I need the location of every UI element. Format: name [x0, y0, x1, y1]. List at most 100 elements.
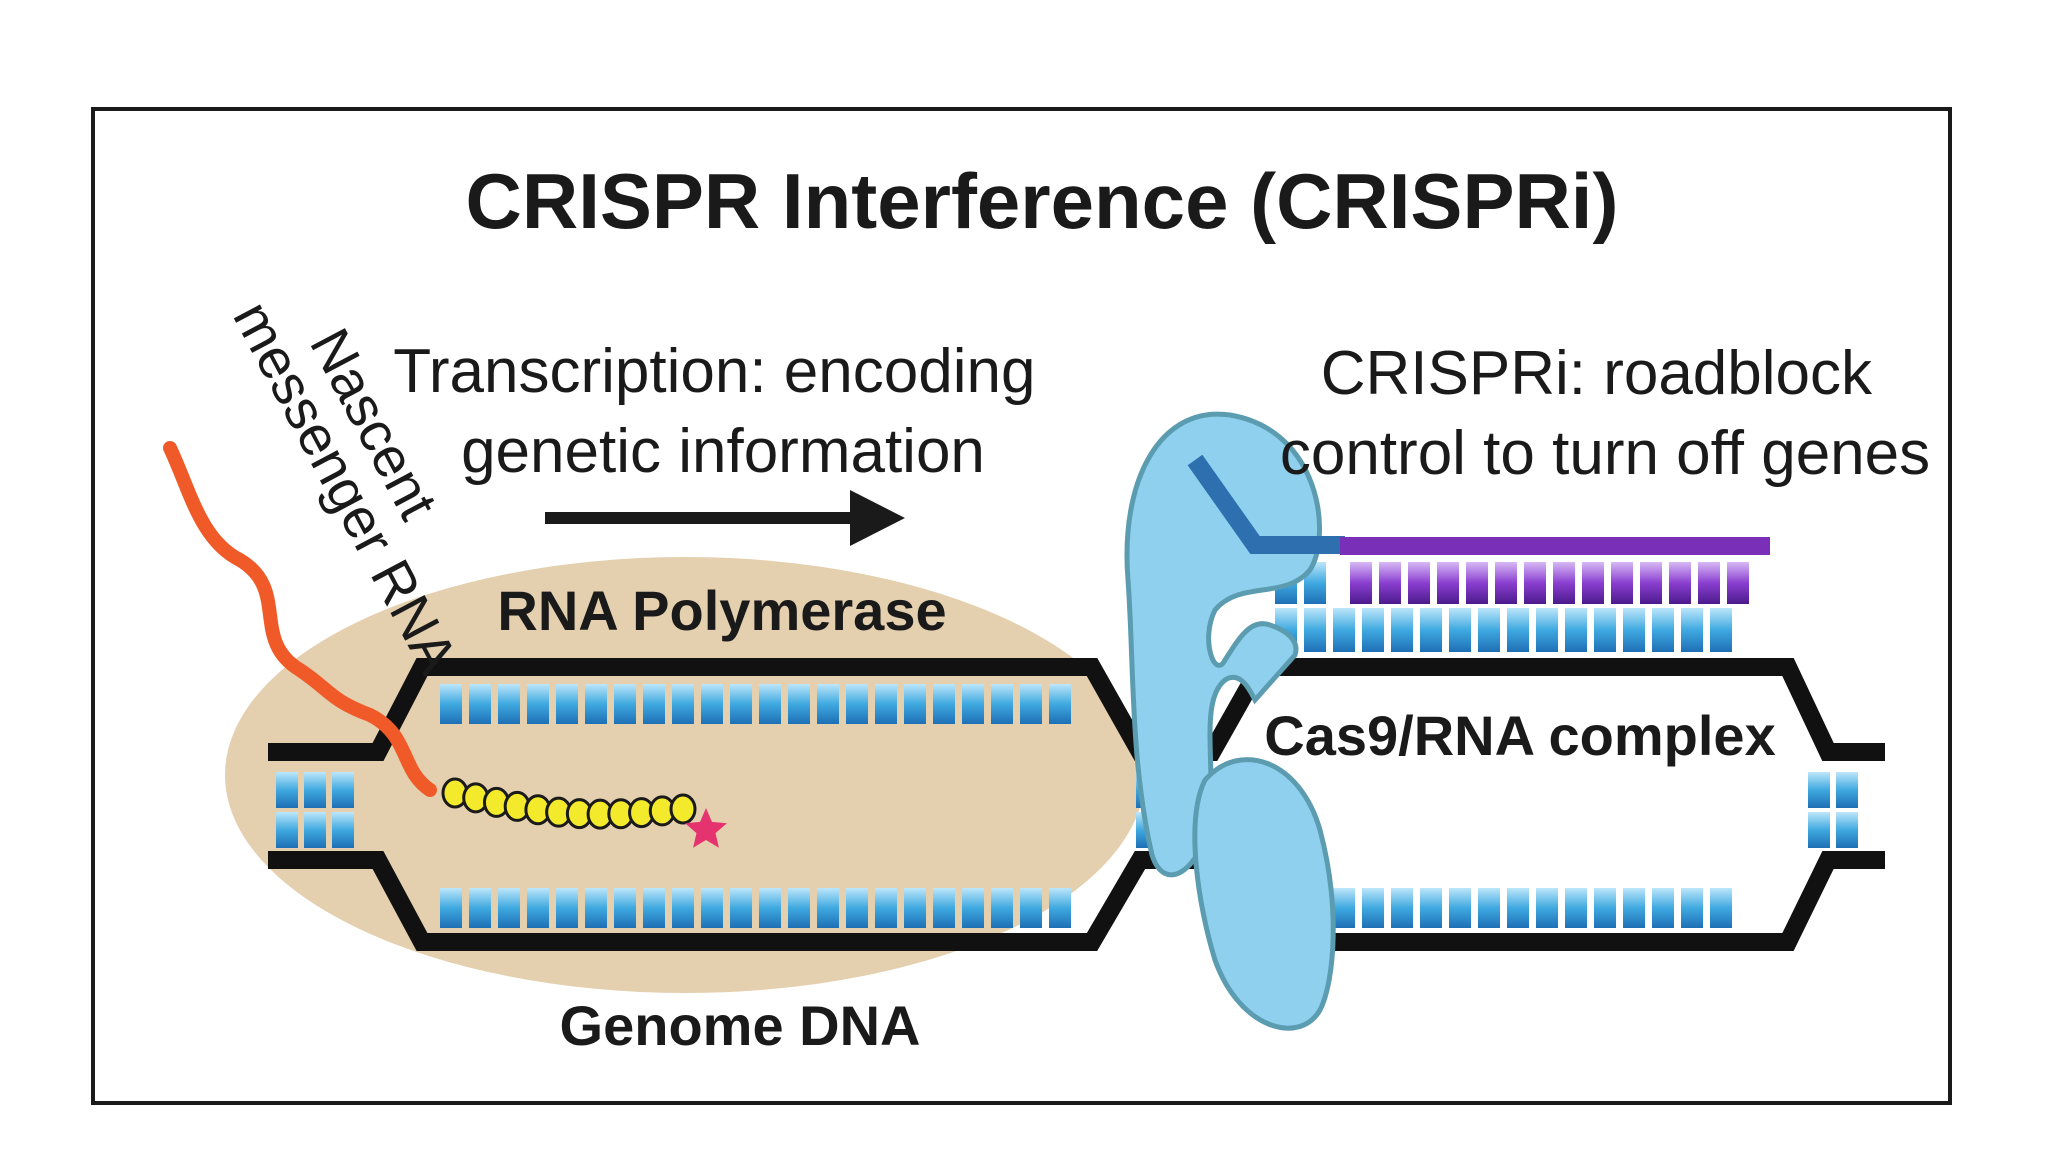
base-pair: [933, 888, 955, 928]
base-pair: [1808, 812, 1830, 848]
mrna-nucleotide-chain: [441, 777, 697, 830]
base-pair: [701, 684, 723, 724]
base-pair: [1466, 562, 1488, 604]
base-pair: [1565, 608, 1587, 652]
base-pair: [1333, 608, 1355, 652]
base-pair: [730, 888, 752, 928]
base-pair: [1507, 888, 1529, 928]
base-pair: [904, 684, 926, 724]
base-pair: [1669, 562, 1691, 604]
base-pair: [498, 888, 520, 928]
base-pair: [672, 684, 694, 724]
base-pair: [1478, 608, 1500, 652]
base-pair: [962, 888, 984, 928]
base-pair: [527, 684, 549, 724]
base-pair: [759, 888, 781, 928]
base-pair: [788, 888, 810, 928]
crispri-label: CRISPRi: roadblock control to turn off g…: [1280, 339, 1930, 488]
mrna-nucleotide: [669, 793, 697, 825]
diagram-title: CRISPR Interference (CRISPRi): [466, 157, 1619, 245]
base-pair: [1553, 562, 1575, 604]
base-pair: [701, 888, 723, 928]
transcription-site-star-icon: [685, 808, 727, 848]
base-pair: [585, 888, 607, 928]
base-pairs-left-end: [276, 772, 354, 848]
base-pair: [1391, 608, 1413, 652]
base-pair: [962, 684, 984, 724]
base-pair: [933, 684, 955, 724]
base-pair: [991, 888, 1013, 928]
base-pair: [1652, 608, 1674, 652]
base-pair: [1350, 562, 1372, 604]
base-pair: [817, 888, 839, 928]
base-pair: [1020, 684, 1042, 724]
base-pair: [1710, 608, 1732, 652]
base-pair: [1379, 562, 1401, 604]
transcription-label-line1: Transcription: encoding: [393, 337, 1035, 406]
base-pair: [556, 684, 578, 724]
transcription-label-line2: genetic information: [461, 417, 985, 486]
base-pair: [730, 684, 752, 724]
base-pairs-bubble-top: [440, 684, 1071, 724]
base-pair: [469, 684, 491, 724]
base-pair: [1582, 562, 1604, 604]
base-pair: [1449, 888, 1471, 928]
base-pair: [846, 888, 868, 928]
base-pairs-right-end: [1808, 772, 1858, 848]
base-pair: [614, 888, 636, 928]
base-pair: [1420, 608, 1442, 652]
base-pair: [1408, 562, 1430, 604]
base-pair: [875, 888, 897, 928]
base-pair: [1710, 888, 1732, 928]
guide-rna: [1187, 454, 1770, 555]
transcription-label: Transcription: encoding genetic informat…: [393, 337, 1052, 486]
base-pair: [1420, 888, 1442, 928]
base-pair: [1836, 812, 1858, 848]
base-pair: [304, 772, 326, 808]
base-pair: [332, 772, 354, 808]
base-pair: [1495, 562, 1517, 604]
base-pair: [1623, 608, 1645, 652]
nascent-mrna-strand: [163, 441, 437, 797]
base-pair: [875, 684, 897, 724]
base-pair: [643, 684, 665, 724]
base-pair: [1362, 888, 1384, 928]
base-pair: [991, 684, 1013, 724]
base-pair: [1611, 562, 1633, 604]
base-pair: [1698, 562, 1720, 604]
base-pair: [1020, 888, 1042, 928]
base-pair: [1727, 562, 1749, 604]
base-pair: [332, 812, 354, 848]
base-pair: [1681, 888, 1703, 928]
diagram-frame: [91, 107, 1952, 1105]
base-pair: [1536, 888, 1558, 928]
base-pair: [440, 684, 462, 724]
base-pair: [1836, 772, 1858, 808]
genome-dna-label: Genome DNA: [560, 994, 921, 1057]
base-pair: [1362, 608, 1384, 652]
base-pair: [498, 684, 520, 724]
base-pair: [1049, 888, 1071, 928]
base-pair: [904, 888, 926, 928]
base-pair: [643, 888, 665, 928]
base-pair: [440, 888, 462, 928]
base-pair: [304, 812, 326, 848]
base-pair: [1333, 888, 1355, 928]
base-pair: [1524, 562, 1546, 604]
base-pair: [788, 684, 810, 724]
cas9-lower-lobe: [1192, 757, 1336, 1031]
base-pair: [556, 888, 578, 928]
transcription-direction-arrow-icon: [545, 490, 905, 546]
base-pair: [585, 684, 607, 724]
base-pair: [1391, 888, 1413, 928]
base-pair: [469, 888, 491, 928]
base-pair: [1507, 608, 1529, 652]
base-pair: [1623, 888, 1645, 928]
base-pair: [614, 684, 636, 724]
base-pair: [276, 812, 298, 848]
base-pair: [1681, 608, 1703, 652]
cas9-complex-label: Cas9/RNA complex: [1264, 704, 1775, 767]
base-pair: [1594, 888, 1616, 928]
base-pair: [1640, 562, 1662, 604]
